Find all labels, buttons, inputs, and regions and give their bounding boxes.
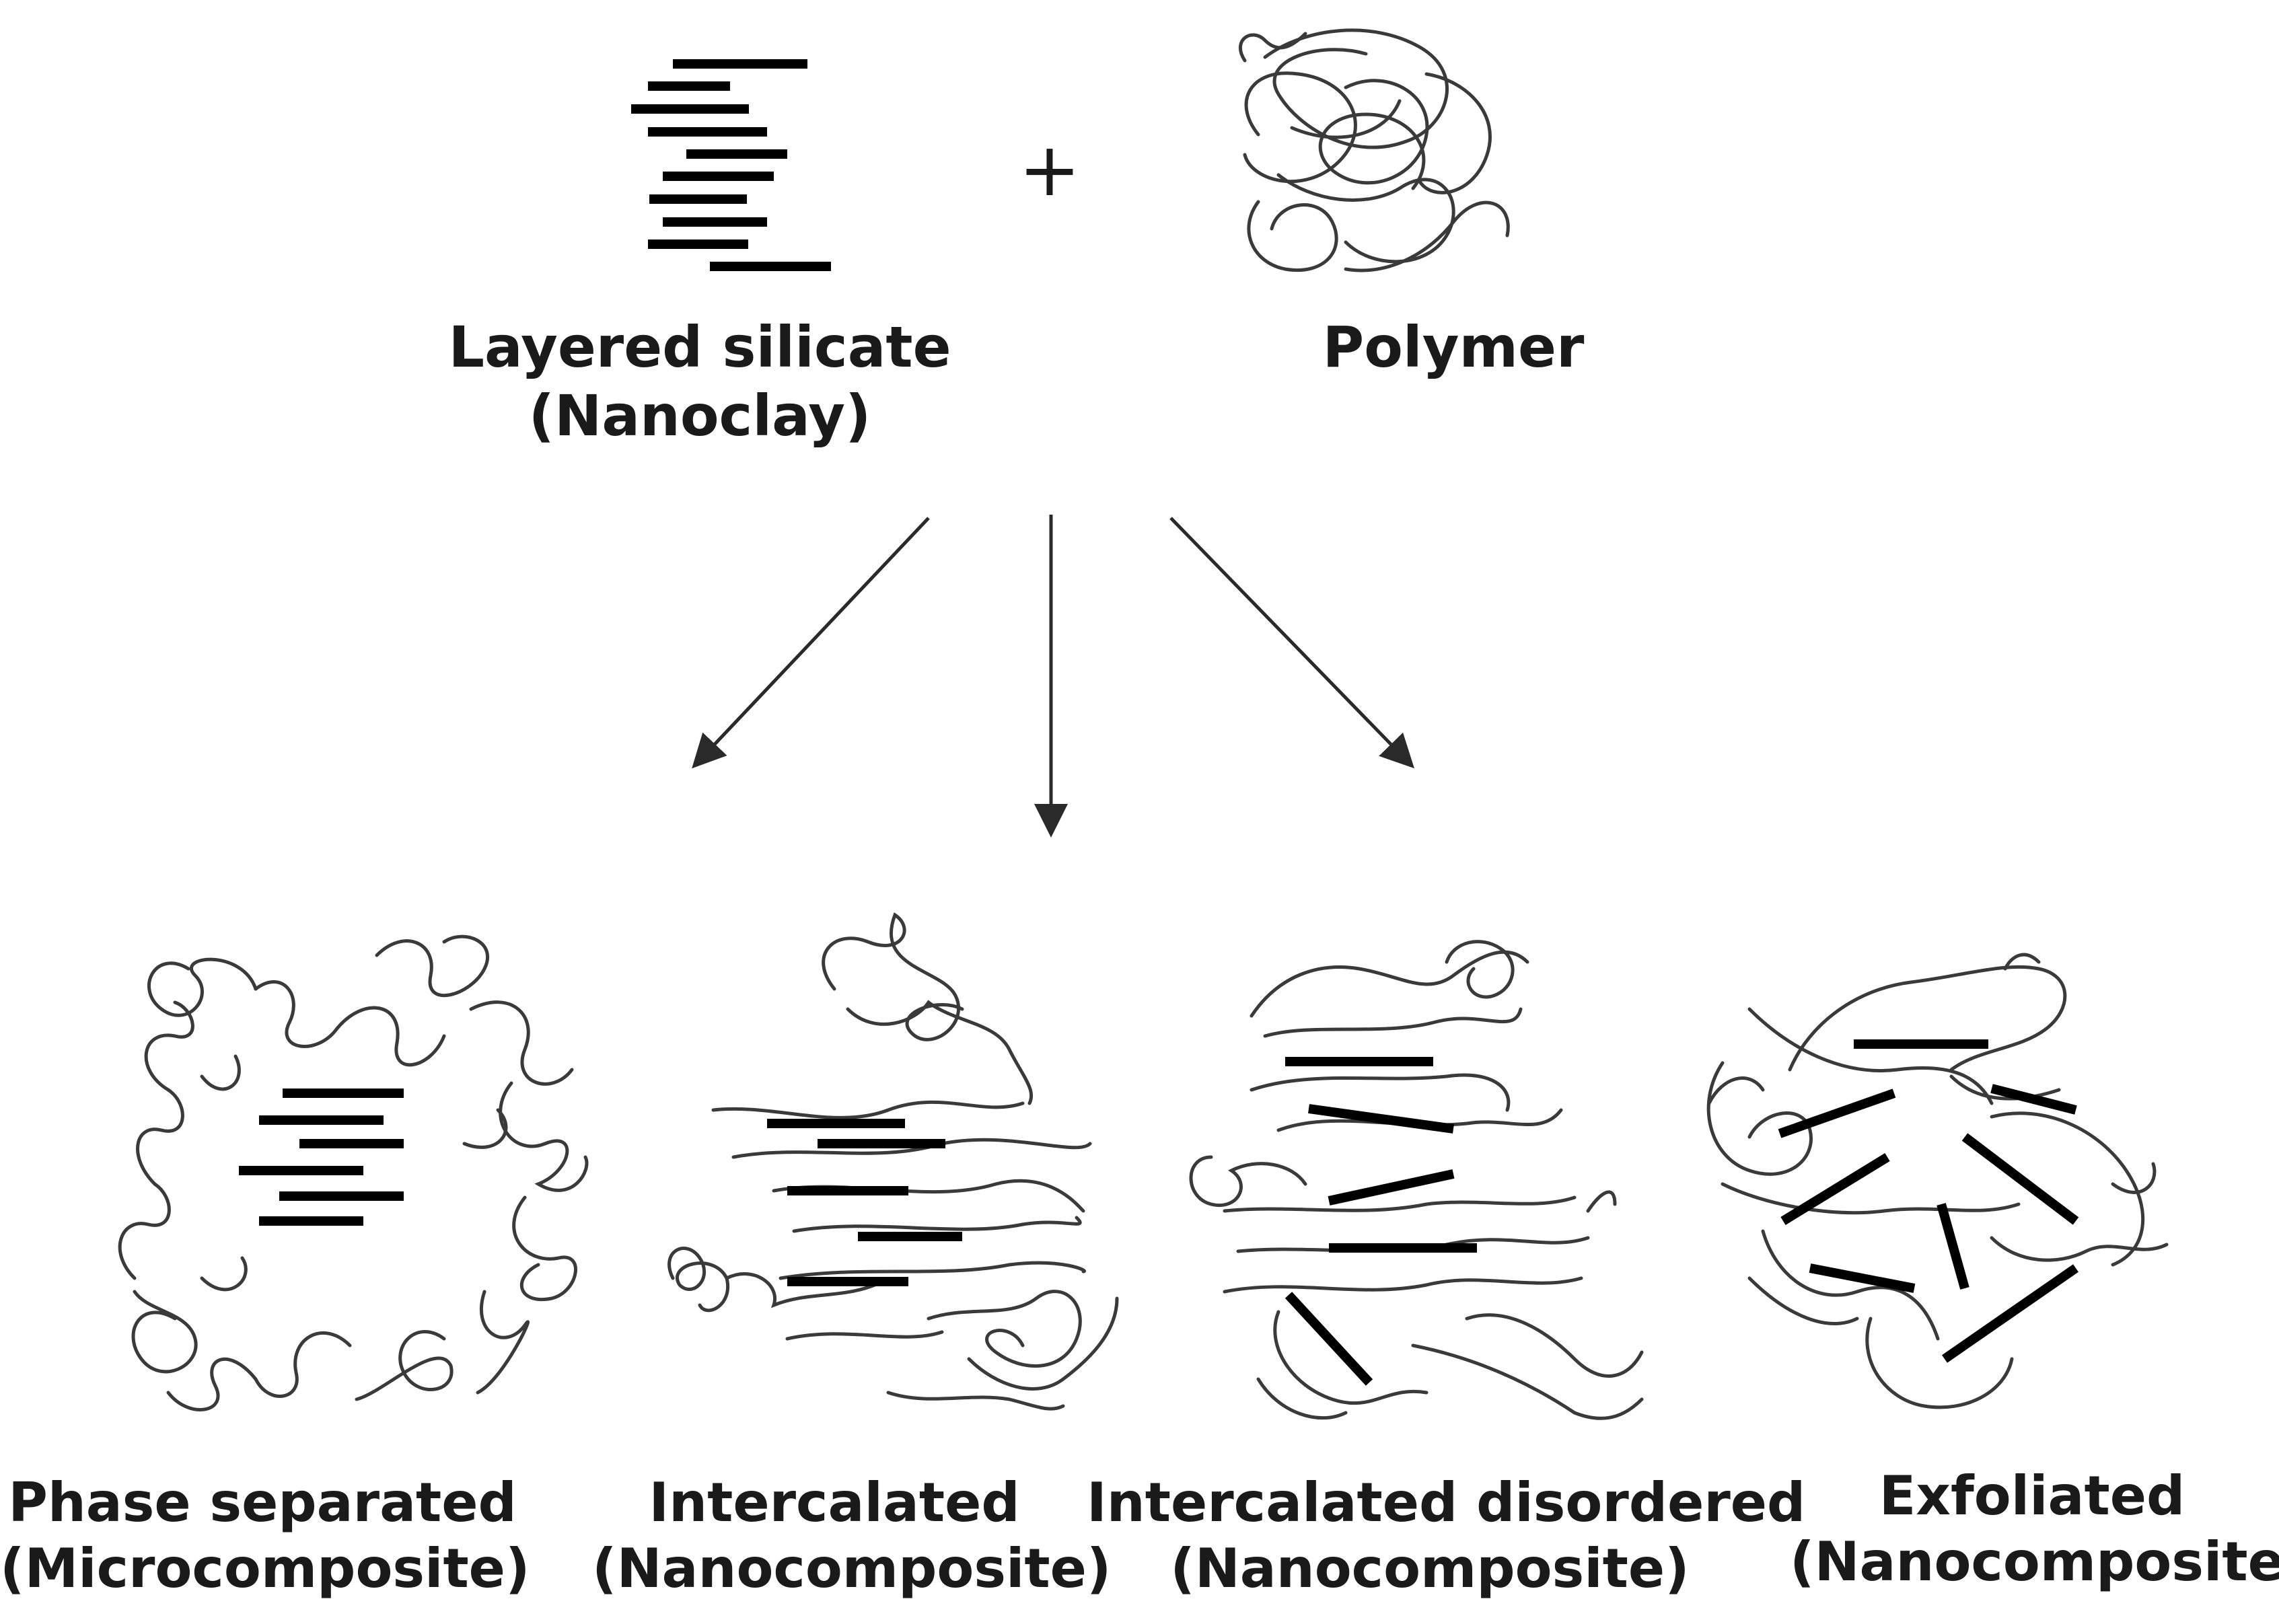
silicate-platelets	[1778, 1039, 2079, 1363]
silicate-layer	[1961, 1133, 2079, 1225]
silicate-layer	[1328, 1169, 1455, 1206]
silicate-layer	[1308, 1104, 1454, 1134]
silicate-layer	[1285, 1292, 1373, 1386]
silicate-layer	[1937, 1203, 1969, 1290]
phase-separated-subtitle: (Microcomposite)	[0, 1537, 530, 1600]
plus-sign: +	[1018, 126, 1081, 213]
layered-silicate-subtitle: (Nanoclay)	[528, 383, 871, 449]
silicate-layer	[1990, 1084, 2077, 1115]
silicate-platelets	[767, 1119, 962, 1286]
phase-separated-structure	[118, 934, 589, 1411]
intercalated-title: Intercalated	[649, 1471, 1020, 1534]
layered-silicate-label: Layered silicate (Nanoclay)	[377, 313, 1023, 451]
polymer-chains	[118, 934, 589, 1411]
intercalated-subtitle: (Nanocomposite)	[592, 1537, 1112, 1600]
silicate-layer	[1778, 1088, 1896, 1138]
polymer-chains	[667, 912, 1119, 1411]
silicate-layer	[1809, 1263, 1916, 1293]
exfoliated-subtitle: (Nanocomposite)	[1790, 1530, 2279, 1593]
arrow-to-phase-separated	[692, 517, 930, 769]
intercalated-disordered-title: Intercalated disordered	[1087, 1471, 1806, 1534]
layered-silicate-stack	[631, 59, 831, 271]
phase-separated-label: Phase separated (Microcomposite)	[0, 1470, 530, 1601]
polymer-title: Polymer	[1322, 314, 1585, 380]
polymer-chains	[1706, 953, 2169, 1409]
silicate-layer	[1942, 1264, 2078, 1363]
polymer-coil	[1239, 28, 1510, 272]
intercalated-disordered-label: Intercalated disordered (Nanocomposite)	[1087, 1470, 1806, 1601]
phase-separated-title: Phase separated	[8, 1471, 517, 1534]
arrow-to-exfoliated-branch	[1169, 517, 1414, 769]
silicate-layer	[1780, 1153, 1890, 1225]
intercalated-label: Intercalated (Nanocomposite)	[592, 1470, 1112, 1601]
exfoliated-structure	[1706, 953, 2169, 1409]
intercalated-disordered-subtitle: (Nanocomposite)	[1170, 1537, 1690, 1600]
arrows	[692, 515, 1414, 838]
silicate-platelets	[1285, 1057, 1477, 1386]
polymer-label: Polymer	[1211, 313, 1696, 381]
exfoliated-label: Exfoliated (Nanocomposite)	[1790, 1463, 2279, 1594]
exfoliated-title: Exfoliated	[1879, 1465, 2185, 1527]
intercalated-disordered-structure	[1189, 940, 1644, 1420]
silicate-platelets	[239, 1088, 404, 1226]
layered-silicate-title: Layered silicate	[448, 314, 951, 380]
intercalated-structure	[667, 912, 1119, 1411]
